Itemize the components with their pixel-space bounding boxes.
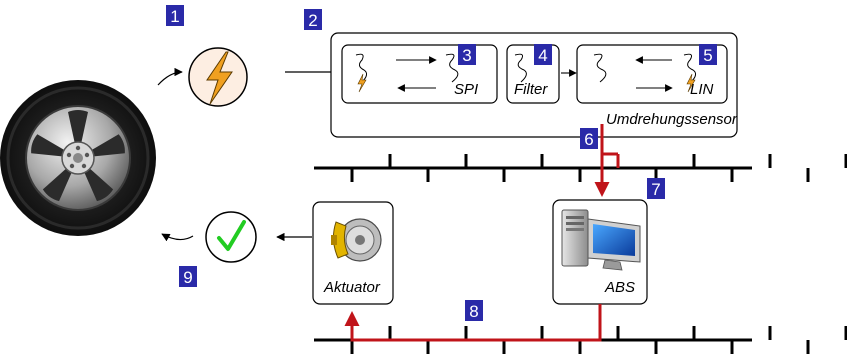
waveform-icon xyxy=(683,53,697,93)
svg-text:9: 9 xyxy=(183,268,192,287)
filter-label: Filter xyxy=(514,81,548,98)
badge-5: 5 xyxy=(699,44,717,65)
svg-text:1: 1 xyxy=(170,7,179,26)
actuator-label: Aktuator xyxy=(323,279,381,296)
badge-7: 7 xyxy=(647,178,665,199)
badge-8: 8 xyxy=(465,300,483,321)
badge-1: 1 xyxy=(166,5,184,26)
bus-line-top xyxy=(314,154,847,182)
computer-icon xyxy=(561,209,641,271)
input-arrow xyxy=(157,67,183,86)
svg-text:4: 4 xyxy=(538,46,547,65)
lin-label: LIN xyxy=(690,81,714,98)
output-arrow xyxy=(161,233,194,242)
svg-text:7: 7 xyxy=(651,180,660,199)
lightning-icon xyxy=(188,47,248,107)
svg-text:8: 8 xyxy=(469,302,478,321)
svg-text:5: 5 xyxy=(703,46,712,65)
waveform-icon xyxy=(445,53,459,83)
waveform-icon xyxy=(514,53,527,83)
tire-icon xyxy=(0,80,156,236)
svg-text:3: 3 xyxy=(462,46,471,65)
badge-4: 4 xyxy=(534,44,552,65)
brake-disc-icon xyxy=(331,218,382,262)
svg-text:2: 2 xyxy=(308,11,317,30)
badge-3: 3 xyxy=(458,44,476,65)
spi-label: SPI xyxy=(454,81,478,98)
abs-label: ABS xyxy=(604,279,635,296)
abs-to-actuator-link xyxy=(344,304,602,342)
svg-text:6: 6 xyxy=(584,130,593,149)
badge-9: 9 xyxy=(179,266,197,287)
waveform-icon xyxy=(355,53,368,93)
sensor-label: Umdrehungssensor xyxy=(606,111,738,128)
badge-6: 6 xyxy=(580,128,598,149)
badge-2: 2 xyxy=(304,9,322,30)
checkmark-icon xyxy=(205,211,257,263)
waveform-icon xyxy=(593,53,607,83)
